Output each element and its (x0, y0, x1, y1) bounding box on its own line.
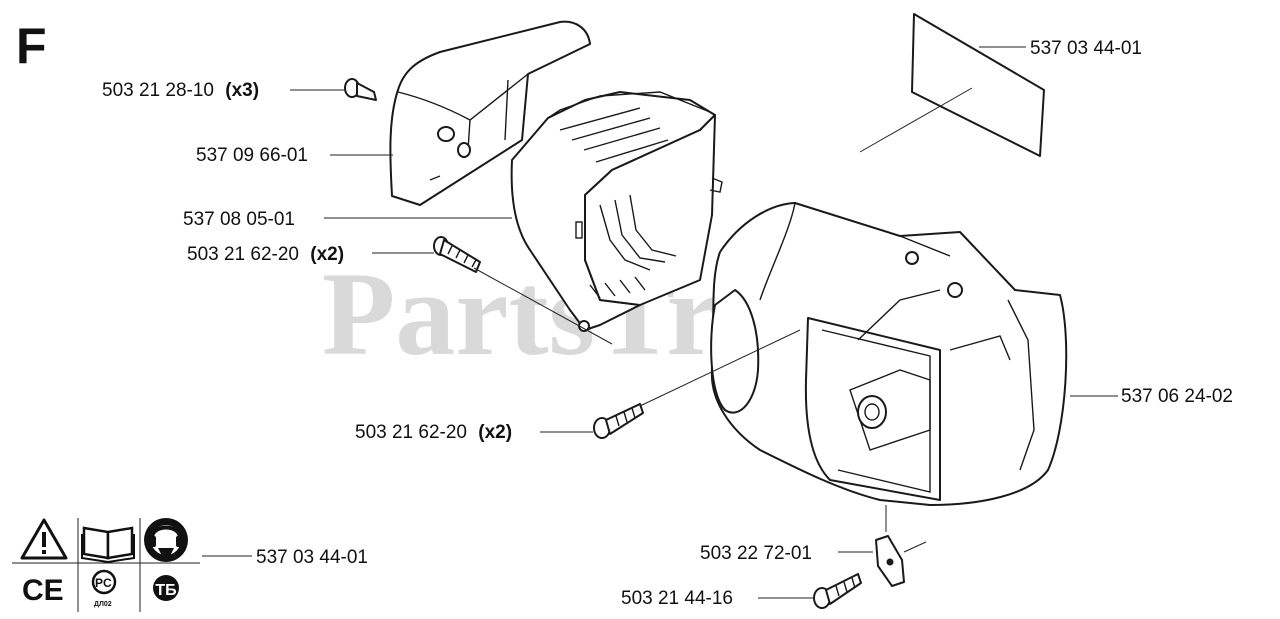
callout-screw-clip: 503 21 44-16 (621, 588, 733, 609)
part-number: 503 21 62-20 (355, 422, 467, 443)
svg-text:503 22 72-01: 503 22 72-01 (700, 543, 812, 564)
part-number: 537 03 44-01 (1030, 38, 1142, 59)
warning-triangle-icon (20, 518, 68, 560)
callout-cover-top: 537 09 66-01 (196, 145, 308, 166)
callout-clip: 503 22 72-01 (700, 543, 812, 564)
quantity: (x2) (478, 422, 512, 443)
svg-text:537 06 24-02: 537 06 24-02 (1121, 386, 1233, 407)
part-number: 537 08 05-01 (183, 209, 295, 230)
part-number: 503 21 28-10 (102, 80, 214, 101)
svg-text:537 08 05-01: 537 08 05-01 (183, 209, 295, 230)
svg-text:PC: PC (95, 576, 112, 590)
part-number: 537 06 24-02 (1121, 386, 1233, 407)
leader-lines (202, 46, 1118, 599)
housing-part (710, 202, 1068, 506)
svg-text:537 03 44-01: 537 03 44-01 (1030, 38, 1142, 59)
callout-decal: 537 03 44-01 (1030, 38, 1142, 59)
quantity: (x3) (225, 80, 259, 101)
screw-top-part (344, 78, 377, 101)
svg-text:503 21 62-20 (x2): 503 21 62-20 (x2) (187, 244, 344, 265)
screw-low-part (593, 403, 644, 439)
shroud-part (510, 91, 723, 332)
part-number: 537 09 66-01 (196, 145, 308, 166)
svg-text:503 21 44-16: 503 21 44-16 (621, 588, 733, 609)
ear-protection-icon (144, 518, 188, 562)
svg-text:537 09 66-01: 537 09 66-01 (196, 145, 308, 166)
quantity: (x2) (310, 244, 344, 265)
part-number: 503 21 44-16 (621, 588, 733, 609)
callout-symbols: 537 03 44-01 (256, 547, 368, 568)
part-number: 503 21 62-20 (187, 244, 299, 265)
callout-screw-top: 503 21 28-10 (x3) (102, 80, 259, 101)
svg-text:537 03 44-01: 537 03 44-01 (256, 547, 368, 568)
tb-mark-icon: ТБ (153, 575, 179, 601)
manual-book-icon (81, 526, 135, 564)
screw-mid-part (433, 236, 481, 273)
symbols-decal: CE PC ДЛ02 ТБ (12, 518, 200, 612)
gost-mark-icon: PC ДЛ02 (91, 569, 117, 608)
svg-text:ДЛ02: ДЛ02 (94, 601, 112, 608)
svg-text:503 21 28-10 (x3): 503 21 28-10 (x3) (102, 80, 259, 101)
part-number: 537 03 44-01 (256, 547, 368, 568)
svg-text:503 21 62-20 (x2): 503 21 62-20 (x2) (355, 422, 512, 443)
part-number: 503 22 72-01 (700, 543, 812, 564)
callout-screw-mid: 503 21 62-20 (x2) (187, 244, 344, 265)
ce-mark-icon: CE (22, 574, 64, 607)
svg-text:CE: CE (22, 574, 64, 607)
callout-shroud: 537 08 05-01 (183, 209, 295, 230)
callout-screw-low: 503 21 62-20 (x2) (355, 422, 512, 443)
callout-housing: 537 06 24-02 (1121, 386, 1233, 407)
decal-part (859, 13, 1045, 157)
screw-clip-part (813, 573, 862, 609)
top-cover-part (389, 20, 591, 206)
svg-text:ТБ: ТБ (155, 582, 176, 599)
section-letter: F (16, 18, 47, 74)
clip-part (875, 505, 927, 587)
